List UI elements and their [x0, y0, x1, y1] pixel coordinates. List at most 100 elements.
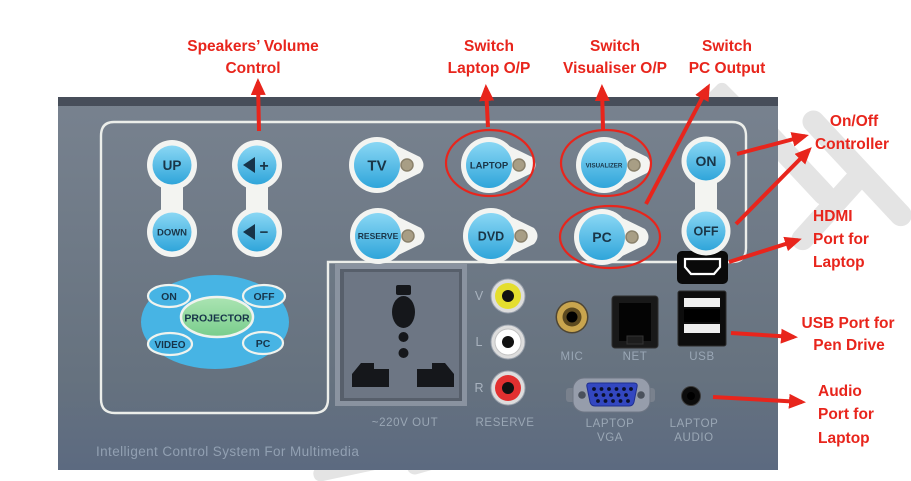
visualizer-highlight-circle — [559, 128, 653, 198]
visualizer-button-label: VISUALIZER — [586, 163, 623, 170]
panel-branding-text: Intelligent Control System For Multimedi… — [96, 444, 359, 459]
projector-control: PROJECTOR ON OFF VIDEO PC — [141, 275, 289, 369]
onoff-arrow-bottom — [734, 147, 812, 226]
up-button-label: UP — [163, 158, 182, 173]
volume-down-label: − — [260, 224, 269, 241]
visualiser-annotation-line1: Switch — [590, 38, 640, 55]
visualizer-led-indicator — [627, 158, 641, 172]
dvd-button-label: DVD — [478, 230, 504, 244]
down-button-label: DOWN — [157, 228, 187, 239]
reserve-button-label: RESERVE — [358, 231, 399, 241]
outlet-label: ~220V OUT — [372, 417, 438, 429]
projector-video-button[interactable]: VIDEO — [146, 331, 194, 357]
visualiser-arrow — [594, 84, 610, 130]
volume-up-label: + — [259, 158, 268, 175]
hdmi-annotation-line1: HDMI — [813, 208, 853, 225]
reserve-led-indicator — [401, 229, 415, 243]
rca-l-letter: L — [476, 335, 483, 349]
on-button[interactable]: ON — [686, 141, 726, 181]
vga-pin-holes — [592, 387, 633, 403]
audio-annotation-line1: Audio — [818, 383, 862, 400]
volume-annotation-line1: Speakers’ Volume — [187, 38, 319, 55]
updown-pill: UP DOWN — [147, 140, 197, 257]
projector-off-button[interactable]: OFF — [241, 283, 287, 309]
pc-output-arrow — [644, 83, 710, 205]
net-port: NET — [611, 295, 659, 363]
projector-video-label: VIDEO — [154, 340, 185, 351]
vga-label-line1: LAPTOP — [586, 418, 635, 430]
laptop-led-indicator — [512, 158, 526, 172]
volume-pill: + − — [232, 140, 282, 257]
reserve-button[interactable]: RESERVE — [350, 208, 425, 264]
tv-button[interactable]: TV — [349, 137, 424, 193]
off-button[interactable]: OFF — [686, 211, 726, 251]
rca-jacks: V L R RESERVE — [474, 278, 535, 429]
hdmi-annotation-line2: Port for — [813, 231, 869, 248]
laptop-highlight-circle — [444, 128, 536, 198]
projector-on-label: ON — [161, 291, 177, 303]
hdmi-port — [677, 251, 728, 284]
volume-arrow — [250, 78, 266, 132]
visualizer-button[interactable]: VISUALIZER — [576, 137, 651, 193]
tv-button-label: TV — [367, 158, 386, 175]
usb-annotation-line2: Pen Drive — [813, 337, 885, 354]
net-label: NET — [623, 351, 648, 363]
laptop-annotation-line1: Switch — [464, 38, 514, 55]
down-button[interactable]: DOWN — [152, 212, 192, 252]
dvd-led-indicator — [514, 229, 528, 243]
pc-led-indicator — [625, 230, 639, 244]
rca-right-jack — [490, 370, 526, 406]
rca-r-letter: R — [474, 381, 483, 395]
rca-label: RESERVE — [476, 417, 535, 429]
hdmi-annotation-line3: Laptop — [813, 254, 865, 271]
volume-down-button[interactable]: − — [237, 212, 277, 252]
watermark-bar — [791, 170, 866, 251]
tv-led-indicator — [400, 158, 414, 172]
volume-annotation-line2: Control — [225, 60, 280, 77]
mic-label: MIC — [561, 351, 584, 363]
laptop-arrow — [479, 84, 495, 128]
vga-port: LAPTOP VGA — [566, 377, 655, 444]
outlet-socket-holes — [352, 285, 454, 387]
laptop-audio-port: LAPTOP AUDIO — [670, 386, 718, 444]
vga-label-line2: VGA — [597, 432, 623, 444]
annotation-overlay: Speakers’ Volume Control Switch Laptop O… — [187, 38, 894, 447]
panel-inner-border — [99, 120, 748, 415]
usb-port: USB — [677, 290, 727, 363]
pc-annotation-line1: Switch — [702, 38, 752, 55]
visualiser-annotation-line2: Visualiser O/P — [563, 60, 667, 77]
up-button[interactable]: UP — [152, 145, 192, 185]
mic-port: MIC — [555, 300, 589, 363]
audio-annotation-line3: Laptop — [818, 430, 870, 447]
pc-highlight-circle — [558, 204, 662, 270]
projector-pc-label: PC — [256, 338, 271, 350]
on-button-label: ON — [696, 153, 717, 169]
laptop-button-label: LAPTOP — [470, 161, 509, 172]
dvd-button[interactable]: DVD — [463, 208, 538, 264]
watermark-bar — [802, 110, 911, 227]
annotation-labels: Speakers’ Volume Control Switch Laptop O… — [187, 38, 894, 447]
hdmi-socket-shape — [683, 257, 722, 276]
onoff-annotation-line1: On/Off — [830, 113, 879, 130]
power-outlet: ~220V OUT — [335, 264, 467, 429]
projector-on-button[interactable]: ON — [146, 283, 192, 309]
rca-left-jack — [490, 324, 526, 360]
projector-off-label: OFF — [254, 291, 276, 303]
rca-v-letter: V — [475, 289, 484, 303]
usb-label: USB — [689, 351, 714, 363]
laptop-button[interactable]: LAPTOP — [461, 137, 536, 193]
usb-arrow — [730, 328, 798, 344]
projector-center-pad — [179, 295, 255, 339]
pc-button[interactable]: PC — [574, 209, 649, 265]
laptop-annotation-line2: Laptop O/P — [448, 60, 531, 77]
projector-center-label: PROJECTOR — [184, 313, 250, 325]
hdmi-arrow — [728, 236, 802, 264]
projector-pc-button[interactable]: PC — [241, 330, 285, 356]
rca-video-jack — [490, 278, 526, 314]
volume-up-button[interactable]: + — [237, 145, 277, 185]
audio-arrow — [712, 393, 806, 409]
off-button-label: OFF — [694, 225, 719, 239]
onoff-arrow-top — [736, 132, 809, 156]
